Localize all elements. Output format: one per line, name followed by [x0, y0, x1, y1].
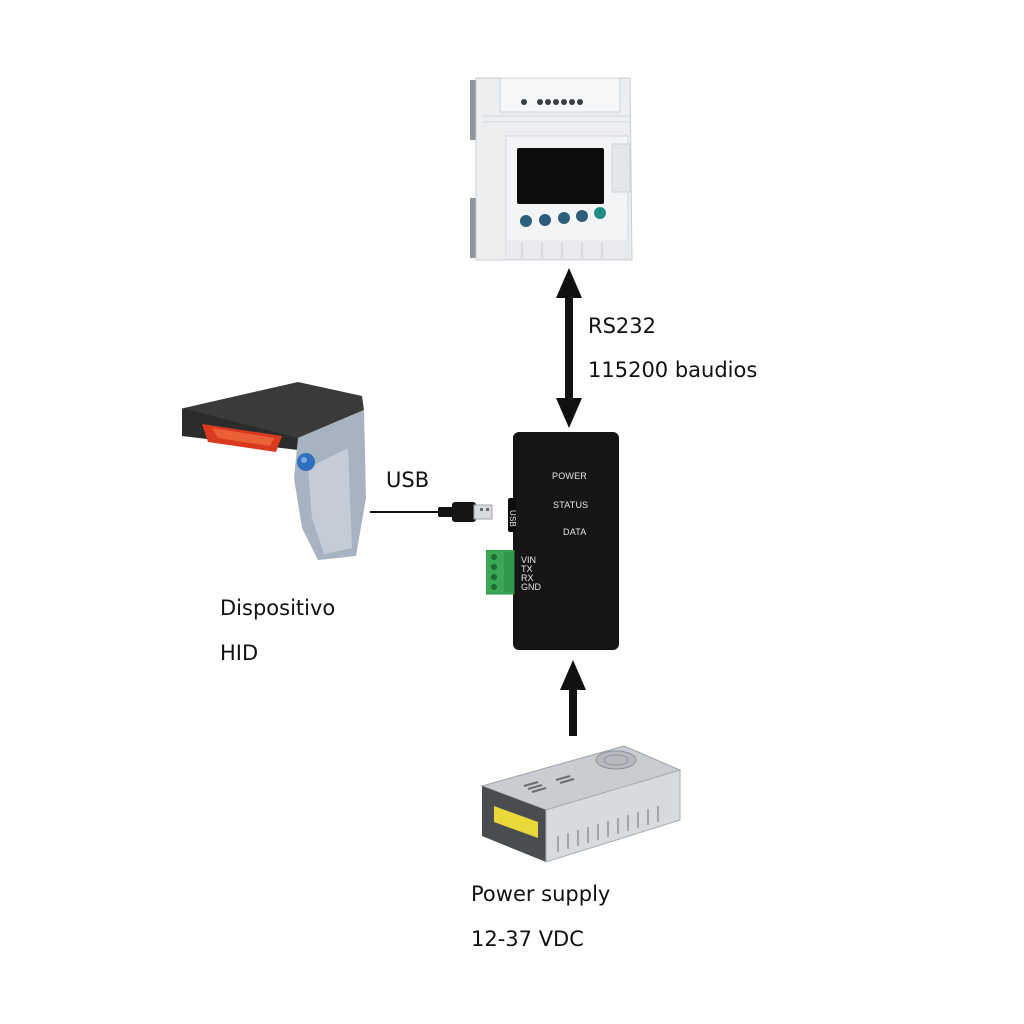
power-supply-label-line1: Power supply [471, 882, 611, 906]
pin-label-tx: TX [521, 564, 533, 574]
power-supply-label-line2: 12-37 VDC [471, 927, 584, 951]
rs232-double-arrow [556, 268, 582, 428]
converter-usb-port [508, 498, 516, 532]
pin-label-vin: VIN [521, 555, 537, 565]
rs232-protocol-label: RS232 [588, 314, 657, 338]
usb-cable [370, 502, 493, 522]
converter-module-image [513, 432, 619, 650]
pin-label-gnd: GND [521, 582, 541, 592]
scanner-label-line2: HID [220, 641, 259, 665]
terminal-block [486, 550, 515, 595]
led-label-power: POWER [552, 471, 588, 481]
pin-label-rx: RX [521, 573, 534, 583]
led-label-data: DATA [563, 527, 587, 537]
scanner-label-line1: Dispositivo [220, 596, 336, 620]
rs232-baud-label: 115200 baudios [588, 358, 758, 382]
barcode-scanner-image [182, 382, 366, 560]
power-arrow [560, 660, 586, 736]
power-supply-image [480, 745, 682, 863]
converter-usb-port-label: USB [508, 510, 517, 528]
plc-controller-image [470, 77, 633, 261]
usb-link-label: USB [386, 468, 430, 492]
led-label-status: STATUS [553, 500, 589, 510]
